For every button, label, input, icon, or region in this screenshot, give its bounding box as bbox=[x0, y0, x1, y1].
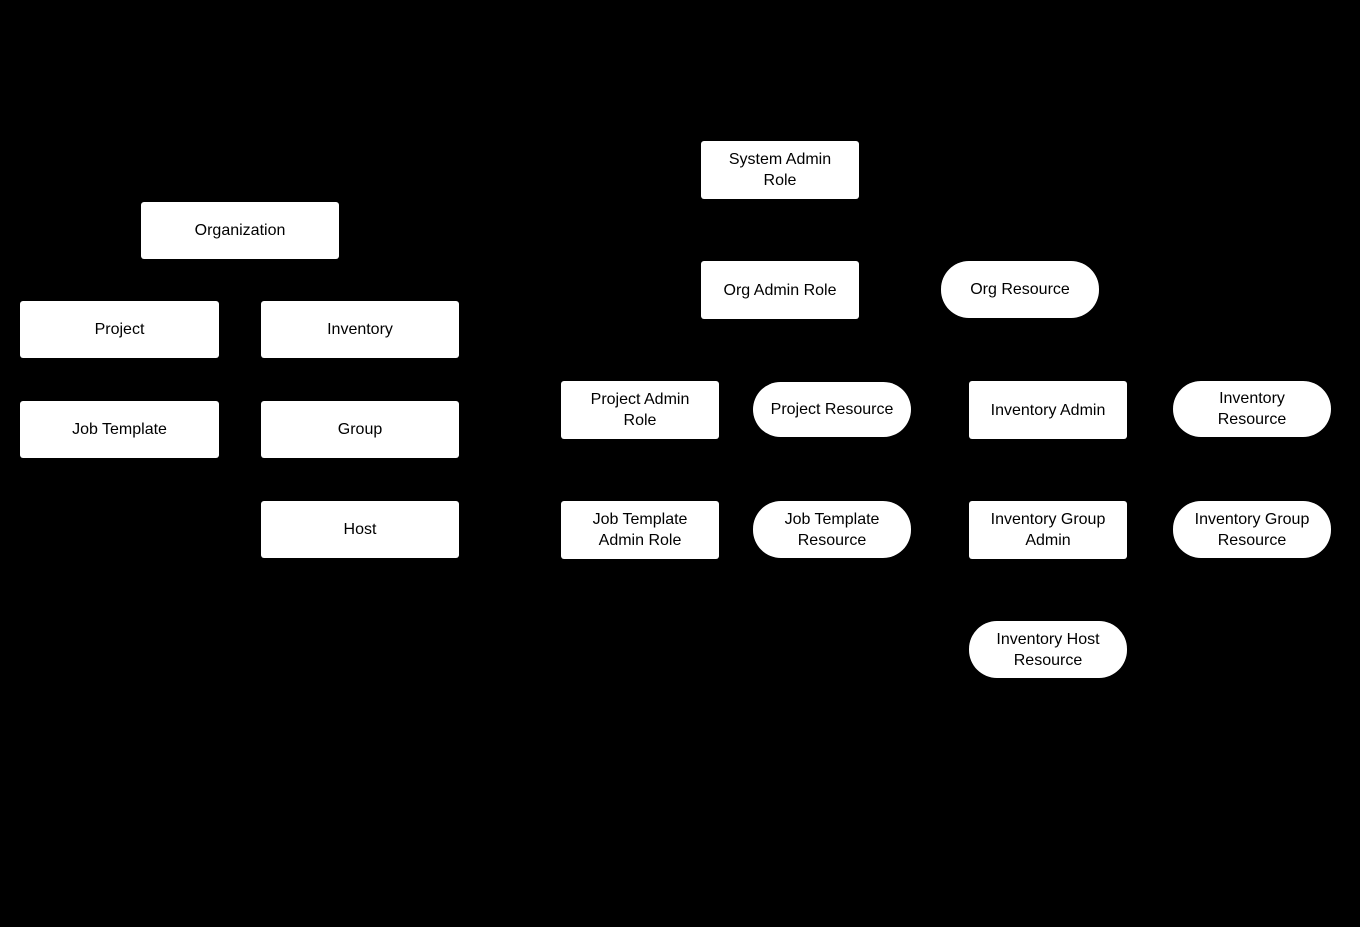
node-label: Inventory Resource bbox=[1217, 390, 1287, 428]
node-label: Inventory Group Resource bbox=[1194, 510, 1310, 549]
node-group: Group bbox=[261, 401, 459, 458]
node-label: Inventory Admin bbox=[990, 401, 1106, 419]
node-inventory-resource: Inventory Resource bbox=[1173, 381, 1331, 437]
node-label: Job Template Resource bbox=[784, 510, 880, 549]
node-label: Org Resource bbox=[970, 281, 1070, 298]
node-inventory: Inventory bbox=[261, 301, 459, 358]
node-label: System Admin Role bbox=[728, 151, 832, 189]
node-label: Job Template Admin Role bbox=[592, 511, 688, 549]
node-label: Job Template bbox=[72, 421, 167, 438]
node-label: Host bbox=[343, 521, 377, 538]
node-job-template: Job Template bbox=[20, 401, 219, 458]
node-label: Inventory bbox=[327, 321, 393, 338]
node-label: Org Admin Role bbox=[723, 281, 837, 299]
node-label: Project Resource bbox=[770, 401, 894, 418]
node-inventory-host-resource: Inventory Host Resource bbox=[969, 621, 1127, 678]
node-org-admin-role: Org Admin Role bbox=[701, 261, 859, 319]
node-job-template-resource: Job Template Resource bbox=[753, 501, 911, 558]
node-inventory-group-resource: Inventory Group Resource bbox=[1173, 501, 1331, 558]
node-job-template-admin-role: Job Template Admin Role bbox=[561, 501, 719, 559]
node-org-resource: Org Resource bbox=[941, 261, 1099, 318]
node-project-resource: Project Resource bbox=[753, 382, 911, 437]
node-inventory-admin: Inventory Admin bbox=[969, 381, 1127, 439]
node-label: Group bbox=[337, 421, 383, 438]
node-project-admin-role: Project Admin Role bbox=[561, 381, 719, 439]
node-label: Organization bbox=[194, 222, 286, 239]
node-label: Project bbox=[94, 321, 145, 338]
node-project: Project bbox=[20, 301, 219, 358]
node-label: Inventory Host Resource bbox=[996, 630, 1100, 669]
node-inventory-group-admin: Inventory Group Admin bbox=[969, 501, 1127, 559]
node-organization: Organization bbox=[141, 202, 339, 259]
node-system-admin-role: System Admin Role bbox=[701, 141, 859, 199]
node-label: Inventory Group Admin bbox=[990, 511, 1106, 549]
node-label: Project Admin Role bbox=[590, 391, 690, 429]
node-host: Host bbox=[261, 501, 459, 558]
